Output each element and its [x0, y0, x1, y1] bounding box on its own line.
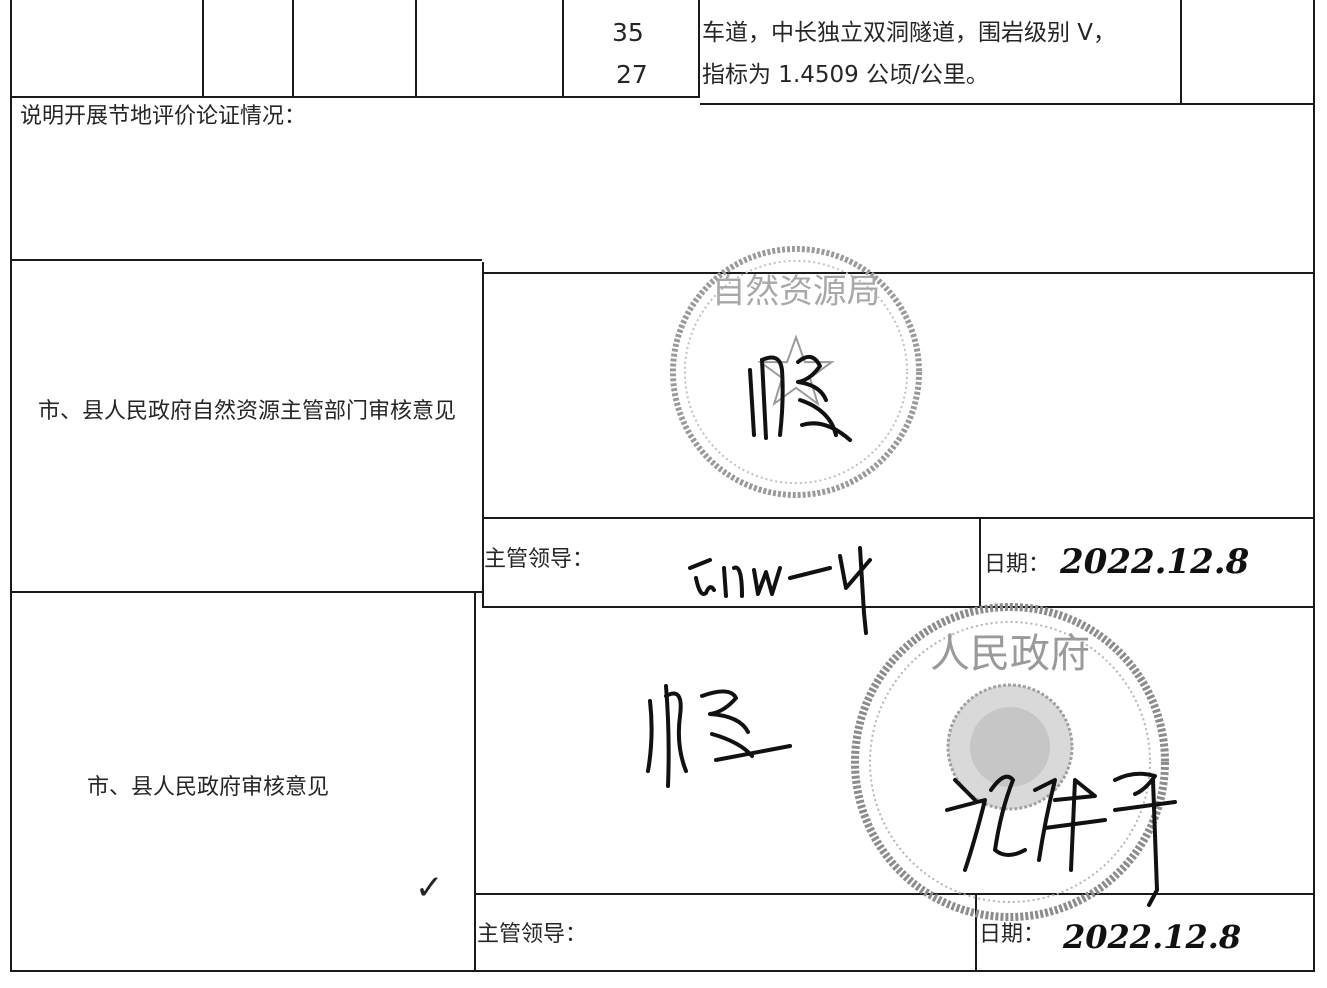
government-check-mark: ✓: [415, 868, 444, 908]
border-bottom: [10, 970, 1315, 972]
government-leader-signature: [945, 771, 1177, 907]
resource-dept-date-value: 2022.12.8: [1060, 542, 1250, 582]
resource-dept-bottom-rule-right: [482, 606, 1315, 608]
land-saving-bottom-rule-right: [482, 272, 1315, 274]
resource-dept-bottom-rule: [10, 591, 482, 593]
top-row-divider-5: [698, 0, 700, 97]
top-row-divider-4: [562, 0, 564, 97]
government-stamp: 人民政府: [851, 603, 1169, 921]
top-row-divider-2: [292, 0, 294, 97]
top-row-number-1: 35: [612, 18, 644, 47]
top-row-bottom-rule-right: [700, 103, 1315, 105]
resource-dept-label-divider: [482, 262, 484, 607]
resource-dept-stamp-text: 自然资源局: [712, 272, 881, 311]
government-opinion-signature: [646, 684, 792, 788]
government-label-divider: [474, 592, 476, 972]
top-row-description-line2: 指标为 1.4509 公顷/公里。: [702, 62, 989, 88]
resource-dept-date-label: 日期：: [984, 552, 1051, 577]
top-row-divider-6: [1180, 0, 1182, 104]
resource-dept-leader-label: 主管领导：: [484, 547, 595, 572]
government-date-divider: [975, 894, 977, 972]
land-saving-bottom-rule: [10, 259, 482, 261]
government-date-value: 2022.12.8: [1063, 918, 1242, 956]
land-saving-label: 说明开展节地评价论证情况：: [20, 104, 307, 129]
resource-dept-stamp: 自然资源局: [669, 245, 923, 499]
border-right: [1313, 0, 1315, 972]
top-row-description-line1: 车道，中长独立双洞隧道，围岩级别 V，: [702, 20, 1117, 46]
top-row-divider-1: [202, 0, 204, 97]
top-row-number-2: 27: [616, 60, 648, 89]
resource-dept-sign-rule: [482, 517, 1315, 519]
resource-dept-opinion-signature: [748, 354, 852, 442]
government-leader-label: 主管领导：: [477, 922, 588, 947]
resource-dept-leader-signature: [688, 546, 872, 635]
border-left: [10, 0, 12, 972]
government-sign-rule: [474, 893, 1315, 895]
government-review-label: 市、县人民政府审核意见: [87, 775, 330, 800]
top-row-divider-3: [415, 0, 417, 97]
resource-dept-date-divider: [979, 518, 981, 608]
top-row-bottom-rule: [10, 96, 700, 98]
government-date-label: 日期：: [979, 922, 1046, 947]
resource-dept-review-label: 市、县人民政府自然资源主管部门审核意见: [37, 399, 456, 424]
government-stamp-text: 人民政府: [930, 631, 1090, 677]
